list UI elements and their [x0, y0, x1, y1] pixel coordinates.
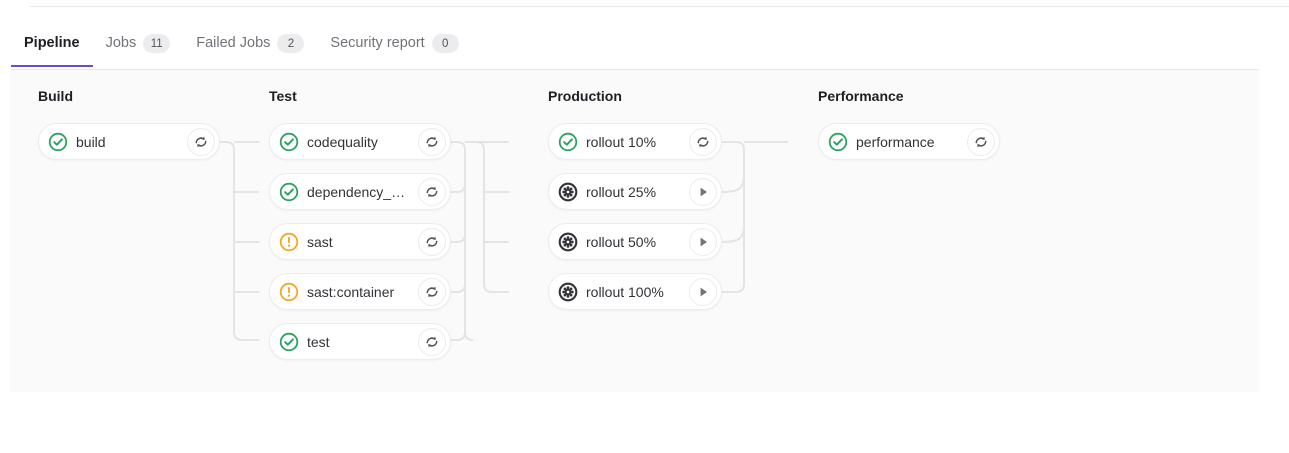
- play-icon: [700, 237, 707, 246]
- tab-label: Jobs: [105, 35, 137, 51]
- tab-label: Security report: [330, 35, 425, 51]
- tab-jobs[interactable]: Jobs 11: [93, 22, 184, 67]
- tab-label: Pipeline: [24, 35, 80, 51]
- stage-title: Build: [38, 88, 73, 104]
- play-icon: [700, 287, 707, 296]
- status-success-icon: [48, 132, 68, 151]
- job-card[interactable]: sast: [269, 223, 451, 260]
- retry-icon: [426, 136, 438, 147]
- retry-job-button[interactable]: [418, 277, 446, 306]
- job-card[interactable]: build: [38, 123, 220, 160]
- status-warning-icon: [279, 232, 299, 251]
- tab-security-report[interactable]: Security report 0: [317, 22, 471, 67]
- retry-icon: [426, 286, 438, 297]
- job-card[interactable]: rollout 10%: [548, 123, 722, 160]
- stage-title: Performance: [818, 88, 904, 104]
- retry-icon: [975, 136, 987, 147]
- job-name: codequality: [307, 133, 378, 150]
- tab-badge: 0: [431, 34, 459, 53]
- run-job-button[interactable]: [689, 177, 717, 206]
- tab-list: Pipeline Jobs 11 Failed Jobs 2 Security repor…: [0, 22, 1259, 69]
- status-success-icon: [279, 132, 299, 151]
- tab-badge: 11: [143, 34, 171, 53]
- job-card[interactable]: rollout 100%: [548, 273, 722, 310]
- tab-badge: 2: [277, 34, 305, 53]
- tab-label: Failed Jobs: [196, 35, 271, 51]
- status-success-icon: [558, 132, 578, 151]
- job-name: test: [307, 333, 330, 350]
- job-name: rollout 100%: [586, 283, 664, 300]
- job-name: build: [76, 133, 106, 150]
- retry-icon: [426, 186, 438, 197]
- retry-job-button[interactable]: [418, 327, 446, 356]
- job-name: sast:container: [307, 283, 395, 300]
- retry-job-button[interactable]: [418, 177, 446, 206]
- job-card[interactable]: performance: [818, 123, 1000, 160]
- job-name: rollout 10%: [586, 133, 657, 150]
- tab-pipeline[interactable]: Pipeline: [11, 22, 93, 67]
- retry-job-button[interactable]: [689, 127, 717, 156]
- job-name: dependency_s…: [307, 183, 412, 200]
- stage-title: Production: [548, 88, 622, 104]
- job-card[interactable]: test: [269, 323, 451, 360]
- job-card[interactable]: rollout 50%: [548, 223, 722, 260]
- tab-bar-divider: [11, 69, 1259, 70]
- job-card[interactable]: dependency_s…: [269, 173, 451, 210]
- tab-failed-jobs[interactable]: Failed Jobs 2: [183, 22, 317, 67]
- status-manual-icon: [558, 282, 578, 301]
- retry-job-button[interactable]: [418, 227, 446, 256]
- retry-icon: [697, 136, 709, 147]
- retry-icon: [426, 236, 438, 247]
- top-divider: [30, 6, 1289, 7]
- status-success-icon: [828, 132, 848, 151]
- status-success-icon: [279, 332, 299, 351]
- status-success-icon: [279, 182, 299, 201]
- retry-job-button[interactable]: [187, 127, 215, 156]
- retry-icon: [195, 136, 207, 147]
- run-job-button[interactable]: [689, 227, 717, 256]
- status-manual-icon: [558, 182, 578, 201]
- run-job-button[interactable]: [689, 277, 717, 306]
- stage-title: Test: [269, 88, 297, 104]
- job-name: performance: [856, 133, 935, 150]
- retry-icon: [426, 336, 438, 347]
- job-name: sast: [307, 233, 333, 250]
- pipeline-graph-panel: Build build Test codequality dependency_s…sa…: [10, 70, 1259, 392]
- job-card[interactable]: rollout 25%: [548, 173, 722, 210]
- pipeline-tab-bar: Pipeline Jobs 11 Failed Jobs 2 Security repor…: [0, 22, 1259, 70]
- status-warning-icon: [279, 282, 299, 301]
- job-name: rollout 25%: [586, 183, 657, 200]
- play-icon: [700, 187, 707, 196]
- retry-job-button[interactable]: [418, 127, 446, 156]
- retry-job-button[interactable]: [967, 127, 995, 156]
- job-name: rollout 50%: [586, 233, 657, 250]
- status-manual-icon: [558, 232, 578, 251]
- job-card[interactable]: codequality: [269, 123, 451, 160]
- job-card[interactable]: sast:container: [269, 273, 451, 310]
